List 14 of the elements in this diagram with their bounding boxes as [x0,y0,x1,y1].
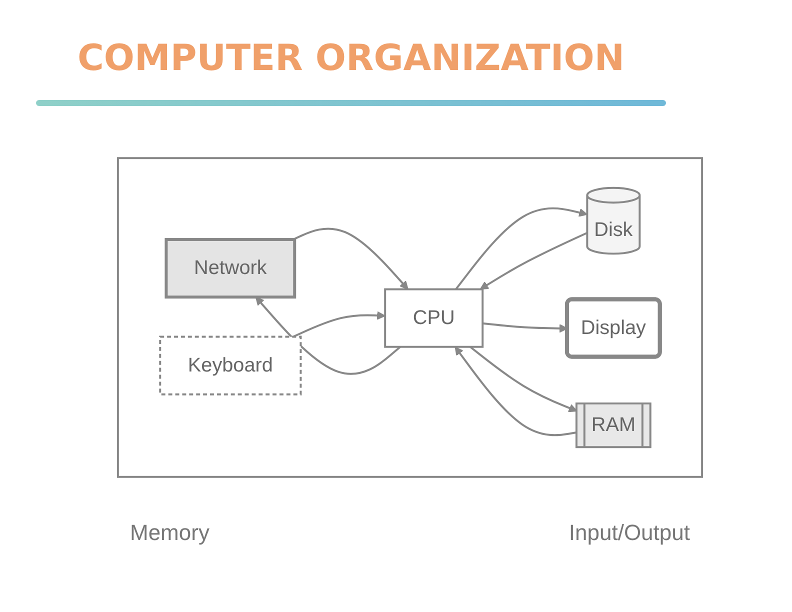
arrow [255,296,401,375]
node-box: Keyboard [159,336,302,396]
cluster [116,157,704,478]
group-label: Memory [130,520,210,546]
arrow [480,232,588,290]
arrow [470,346,578,412]
node-box: CPU [384,288,484,348]
slide-title: COMPUTER ORGANIZATION [76,38,626,79]
group-label: Input/Output [568,520,690,546]
arrow [292,228,408,290]
arrow [455,207,588,290]
arrow [292,311,386,338]
node-box: Network [164,238,296,299]
arrow [454,346,578,436]
